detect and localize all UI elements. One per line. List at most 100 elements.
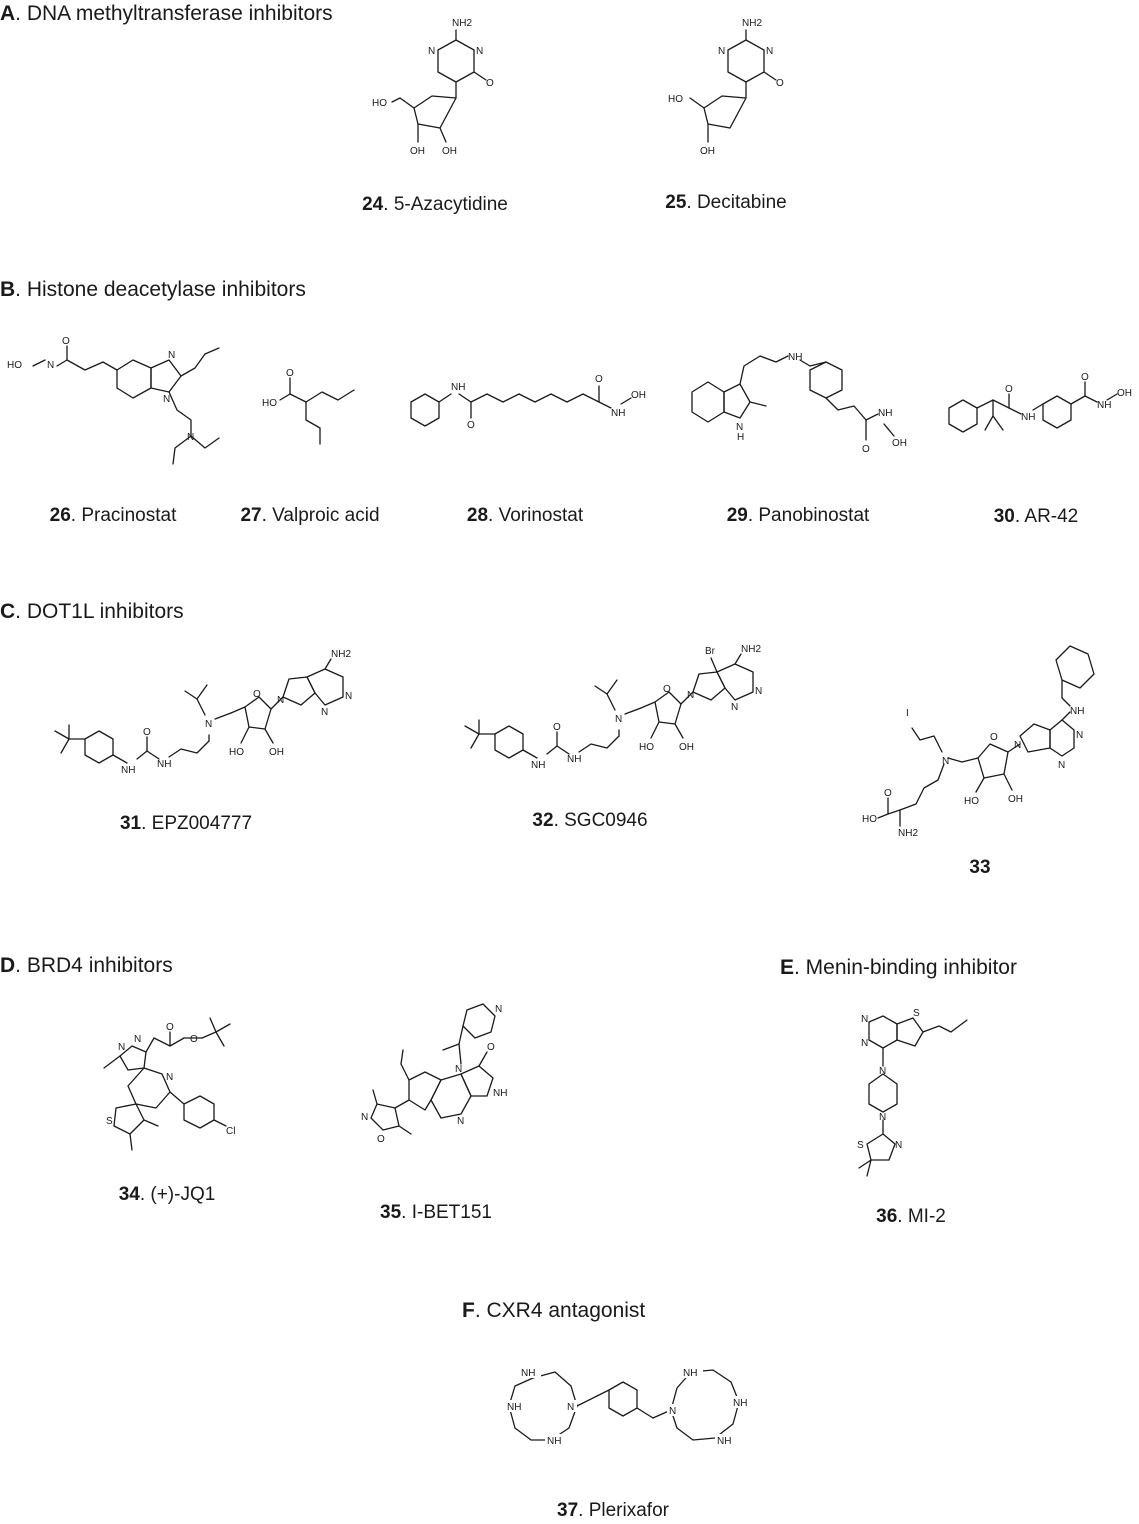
n-label-bg bbox=[565, 1400, 577, 1412]
o-label: O bbox=[663, 684, 671, 695]
phenyl-ring bbox=[948, 399, 978, 433]
bond bbox=[624, 707, 642, 715]
n-label: N bbox=[1058, 760, 1065, 771]
pyrrole-ring bbox=[723, 383, 751, 419]
nh2-label: NH2 bbox=[452, 18, 472, 29]
i-label: I bbox=[906, 708, 909, 719]
bond bbox=[1070, 395, 1086, 405]
n-label: N bbox=[669, 1406, 676, 1417]
bond bbox=[146, 750, 160, 760]
nh-label: NH bbox=[507, 1402, 521, 1413]
n-label: N bbox=[1076, 730, 1083, 741]
ethyl-group-2 bbox=[172, 435, 192, 465]
bond bbox=[865, 413, 879, 421]
caption-35: 35. I-BET151 bbox=[380, 1202, 492, 1223]
phenylene-ring bbox=[608, 1381, 638, 1417]
caption-30: 30. AR-42 bbox=[993, 506, 1079, 527]
piperazine-ring bbox=[868, 1073, 898, 1113]
n-label: N bbox=[731, 702, 738, 713]
ch2-bond bbox=[399, 97, 415, 109]
bond bbox=[620, 397, 632, 405]
n-label: N bbox=[476, 46, 483, 57]
ch2-bond-2 bbox=[961, 757, 979, 763]
section-d-heading: D. BRD4 inhibitors bbox=[0, 954, 173, 977]
oh-label: OH bbox=[1008, 794, 1023, 805]
o-label: O bbox=[487, 1042, 495, 1053]
nh-label-bg bbox=[681, 1366, 703, 1378]
ribose-ring bbox=[977, 743, 1009, 779]
n-label: N bbox=[321, 707, 328, 718]
methoxy-bond bbox=[400, 1063, 410, 1081]
bond bbox=[1008, 407, 1022, 415]
s-label: S bbox=[106, 1116, 113, 1127]
nh-label: NH bbox=[567, 754, 581, 765]
nh-bond bbox=[1061, 697, 1071, 707]
triazole-ring bbox=[119, 1045, 147, 1071]
bond bbox=[546, 745, 558, 755]
n-label: N bbox=[47, 360, 54, 371]
nh-label: NH bbox=[717, 1436, 731, 1447]
n-label: N bbox=[861, 1038, 868, 1049]
n-label: N bbox=[345, 691, 352, 702]
amine-bond bbox=[734, 653, 742, 665]
section-f-heading: F. CXR4 antagonist bbox=[462, 1299, 646, 1322]
oh-label: OH bbox=[269, 747, 284, 758]
methyl-bond-3 bbox=[143, 1119, 159, 1127]
bond bbox=[279, 393, 291, 401]
phenyl-ring bbox=[494, 725, 524, 759]
bond bbox=[56, 359, 68, 367]
nh-label: NH bbox=[1070, 706, 1084, 717]
phenyl-ring bbox=[410, 393, 440, 427]
alkyl-chain bbox=[470, 393, 600, 403]
bond bbox=[887, 809, 901, 815]
bond bbox=[877, 813, 889, 819]
n-label: N bbox=[168, 350, 175, 361]
n-label: N bbox=[205, 719, 212, 730]
nh-label-bg bbox=[545, 1434, 567, 1446]
ethyl-linker bbox=[739, 355, 789, 385]
caption-33: 33 bbox=[969, 857, 991, 878]
nh-label: NH bbox=[788, 352, 802, 363]
methyl-bond bbox=[442, 1043, 460, 1051]
oh-bond bbox=[391, 97, 401, 103]
s-label: S bbox=[913, 1008, 920, 1019]
deoxyribose-ring bbox=[703, 95, 747, 129]
diazepine-ring bbox=[127, 1067, 171, 1109]
butyl-chain bbox=[180, 347, 220, 377]
oh-bond bbox=[240, 726, 250, 744]
imidazole-ring bbox=[150, 359, 182, 393]
bond bbox=[976, 399, 994, 409]
pyrimidine-ring bbox=[1049, 719, 1075, 757]
bond bbox=[1084, 395, 1098, 403]
bond bbox=[112, 754, 128, 764]
nh-label: NH bbox=[531, 760, 545, 771]
glycosidic-bond bbox=[270, 696, 284, 710]
pyrrole-ring bbox=[692, 671, 726, 701]
oh-bond bbox=[975, 777, 985, 793]
bond bbox=[136, 750, 148, 760]
iodoethyl-chain bbox=[911, 727, 943, 753]
oh-label: OH bbox=[442, 146, 457, 157]
n-label-bg bbox=[667, 1404, 679, 1416]
bond bbox=[522, 749, 538, 759]
imidazolone-ring bbox=[460, 1065, 494, 1097]
benzyl-linker bbox=[799, 359, 827, 367]
n-label: N bbox=[166, 1072, 173, 1083]
thiophene-ring bbox=[113, 1103, 145, 1135]
pyridine-ring bbox=[462, 1003, 496, 1039]
bond bbox=[214, 712, 232, 720]
structure-30: O NH O NH OH bbox=[948, 372, 1132, 433]
n-label: N bbox=[457, 1116, 464, 1127]
n-label: N bbox=[495, 1004, 502, 1015]
amino-acid-chain bbox=[899, 763, 945, 811]
ribose-ring bbox=[413, 95, 457, 129]
caption-32: 32. SGC0946 bbox=[532, 810, 648, 831]
o-label: O bbox=[62, 336, 70, 347]
nh-label: NH bbox=[878, 408, 892, 419]
nh-label: NH bbox=[733, 1398, 747, 1409]
ho-label: HO bbox=[7, 360, 22, 371]
propyl-chain bbox=[305, 389, 355, 403]
o-label: O bbox=[776, 78, 784, 89]
structure-33: I NH N N N O N HO OH O HO NH2 bbox=[862, 645, 1095, 839]
bond bbox=[32, 359, 46, 367]
